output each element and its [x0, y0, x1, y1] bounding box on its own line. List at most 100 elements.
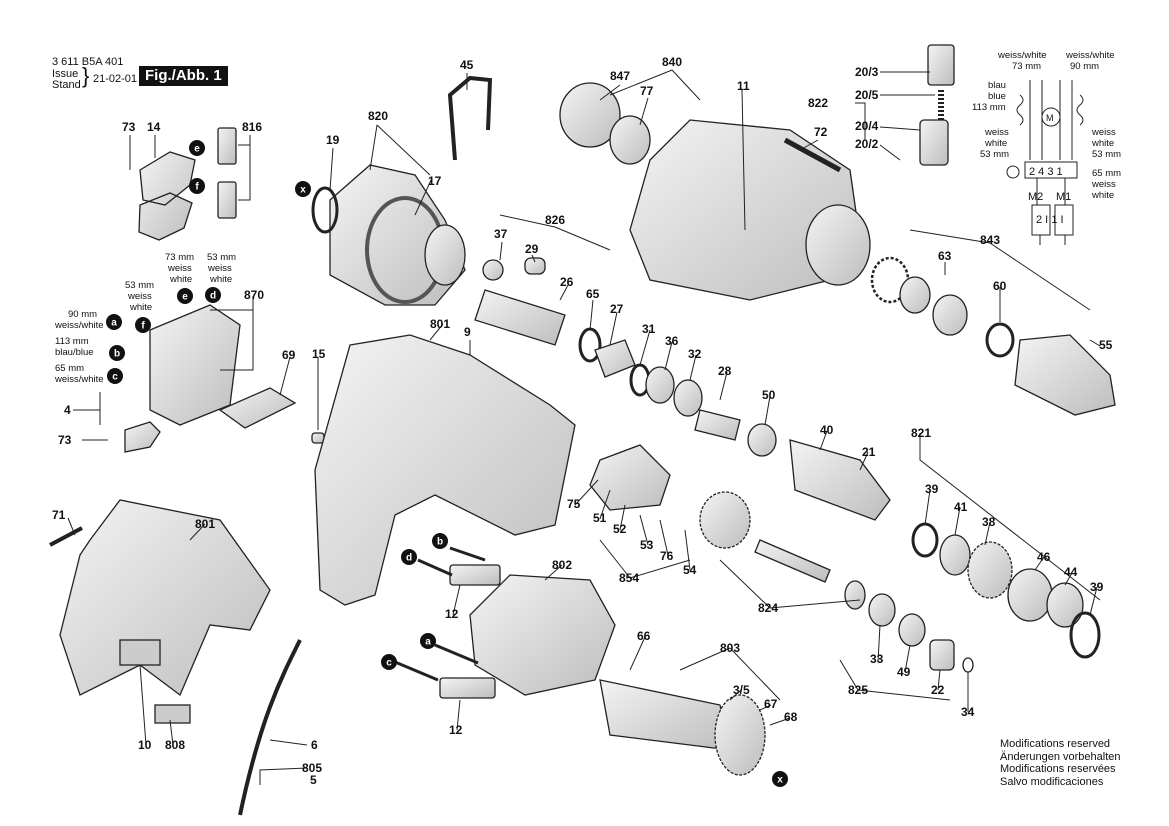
schematic-weiss-right2: weiss [1091, 179, 1116, 190]
part-number-label: 68 [784, 710, 798, 724]
shaft-824-drawing [754, 539, 831, 583]
svg-text:f: f [141, 321, 145, 332]
schematic-blau: blau [988, 80, 1006, 91]
schematic-labels: weiss/white 73 mm weiss/white 90 mm blau… [972, 50, 1121, 226]
part-number-label: 27 [610, 302, 624, 316]
svg-text:e: e [194, 144, 200, 155]
schematic-len65: 65 mm [1092, 168, 1121, 179]
connector-badge: e [189, 140, 205, 156]
wire-label-53-left-a: weiss [127, 291, 152, 302]
part-44-drawing [1046, 582, 1084, 628]
part-number-label: 49 [897, 665, 911, 679]
part-number-label: 9 [464, 325, 471, 339]
leader-lines [67, 69, 1101, 785]
o-ring-19-drawing [311, 186, 339, 234]
svg-text:f: f [195, 182, 199, 193]
connector-badge: e [177, 288, 193, 304]
guide-tube-40-drawing [789, 439, 891, 521]
svg-text:c: c [386, 658, 392, 669]
part-number-label: 46 [1037, 550, 1051, 564]
wire-label-65: 65 mm [55, 363, 84, 374]
schematic-white-left: white [984, 138, 1007, 149]
ring-34-drawing [962, 657, 974, 673]
brush-holder-12a-drawing [449, 564, 501, 586]
cap-drawing [559, 82, 621, 148]
part-number-label: 53 [640, 538, 654, 552]
connector-badge: b [432, 533, 448, 549]
motor-housing-drawing [59, 499, 271, 697]
part-number-label: 20/2 [855, 137, 879, 151]
schematic-len53-right: 53 mm [1092, 149, 1121, 160]
part-number-label: 824 [758, 601, 778, 615]
field-802-drawing [469, 574, 616, 696]
cable-drawing [238, 639, 302, 816]
svg-text:d: d [210, 291, 216, 302]
schematic-blue: blue [988, 91, 1006, 102]
wire-label-113-color: blau/blue [55, 347, 94, 358]
washer-37-drawing [482, 259, 504, 281]
part-number-label: 37 [494, 227, 508, 241]
carrier-69-drawing [218, 387, 297, 429]
o-ring-39b-drawing [1069, 611, 1101, 659]
part-number-label: 20/4 [855, 119, 879, 133]
part-number-label: 803 [720, 641, 740, 655]
schematic-terminal-block [1024, 161, 1078, 179]
part-number-label: 17 [428, 174, 442, 188]
part-number-label: 854 [619, 571, 639, 585]
ring-drawing [932, 294, 968, 336]
wiring-schematic [1006, 80, 1084, 245]
wire-label-65-color: weiss/white [54, 374, 104, 385]
part-number-label: 801 [195, 517, 215, 531]
brush-a-drawing [434, 643, 479, 665]
schematic-weiss-right: weiss [1091, 127, 1116, 138]
nut-drawing [844, 580, 866, 610]
part-number-label: 45 [460, 58, 474, 72]
part-number-label: 26 [560, 275, 574, 289]
schematic-len90: 90 mm [1070, 61, 1099, 72]
connector-badge: a [106, 314, 122, 330]
part-number-label: 66 [637, 629, 651, 643]
note-line: Änderungen vorbehalten [1000, 750, 1121, 763]
svg-text:x: x [300, 185, 306, 196]
ring-77-drawing [609, 115, 651, 165]
part-number-label: 38 [982, 515, 996, 529]
brace: } [82, 63, 90, 88]
wire-label-90-color: weiss/white [54, 320, 104, 331]
part-number-label: 50 [762, 388, 776, 402]
schematic-motor-letter: M [1046, 113, 1054, 123]
wire-label-53b: white [209, 274, 232, 285]
part-number-label: 73 [122, 120, 136, 134]
brush-20-3-drawing [927, 44, 955, 86]
nameplate-10-drawing [119, 639, 161, 666]
wire-label-113: 113 mm [55, 336, 89, 347]
part-number-label: 870 [244, 288, 264, 302]
piston-26-drawing [474, 289, 566, 346]
part-number-label: 22 [931, 683, 945, 697]
svg-text:b: b [114, 349, 120, 360]
part-number-label: 65 [586, 287, 600, 301]
part-number-label: 34 [961, 705, 975, 719]
screw-71-drawing [49, 526, 83, 547]
connector-badge: x [772, 771, 788, 787]
carbon-brush-drawing [217, 127, 237, 165]
screw-72-drawing [783, 137, 842, 173]
part-number-label: 821 [911, 426, 931, 440]
issue-label: Issue [52, 68, 79, 80]
schematic-terminals: 2 4 3 1 [1029, 166, 1063, 178]
part-number-label: 40 [820, 423, 834, 437]
part-number-label: 12 [445, 607, 459, 621]
note-line: Modifications reservées [1000, 763, 1116, 775]
schematic-len73: 73 mm [1012, 61, 1041, 72]
ram-27-drawing [594, 339, 636, 378]
bearing-49-drawing [898, 613, 926, 647]
brush-holder-12b-drawing [439, 677, 496, 699]
part-number-label: 76 [660, 549, 674, 563]
svg-text:x: x [777, 775, 783, 786]
part-32-drawing [673, 379, 703, 417]
doc-number: 3 611 B5A 401 [52, 56, 124, 68]
svg-text:b: b [437, 537, 443, 548]
part-number-label: 73 [58, 433, 72, 447]
connector-badge: d [401, 549, 417, 565]
part-number-label: 4 [64, 403, 71, 417]
